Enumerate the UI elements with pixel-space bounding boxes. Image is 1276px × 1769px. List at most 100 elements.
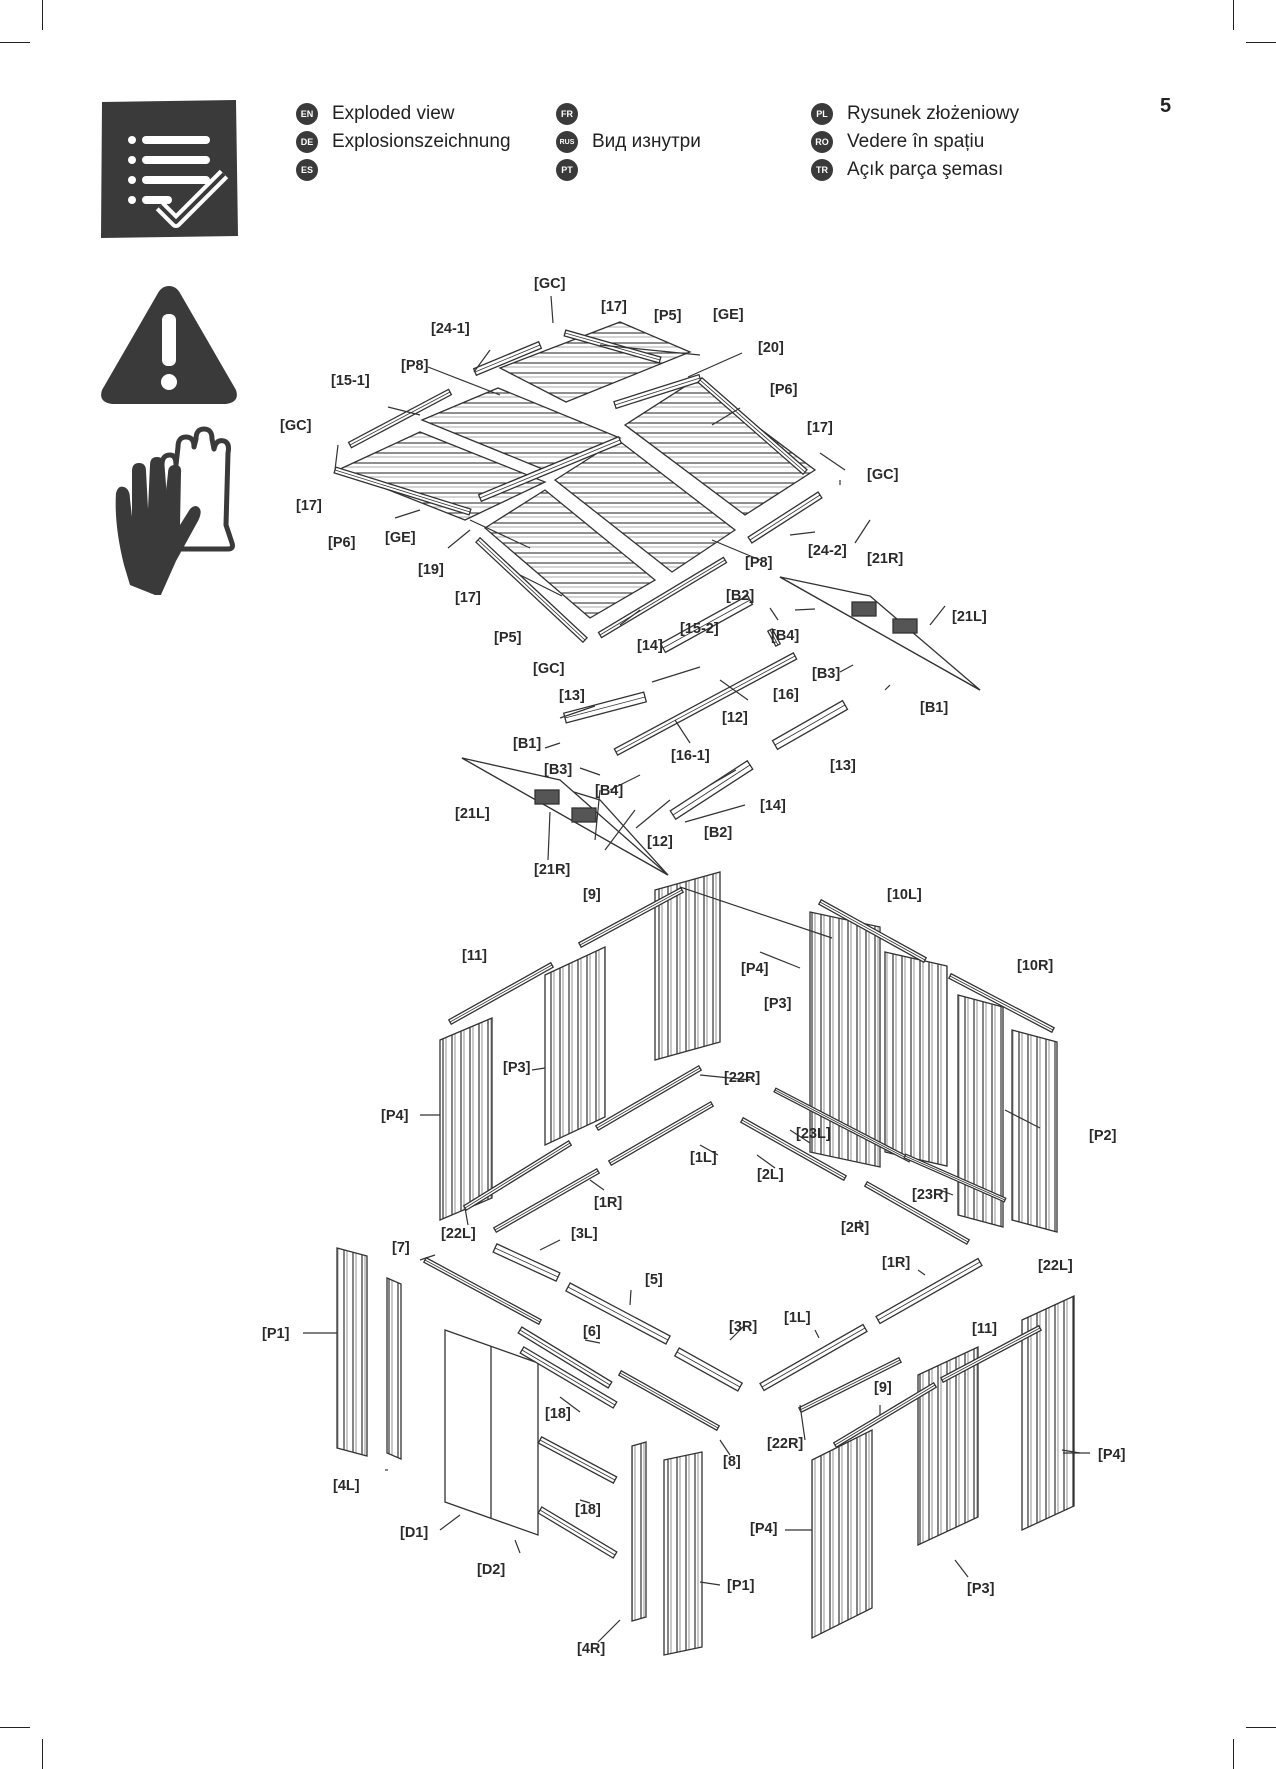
- leader-line: [719, 679, 749, 701]
- leader-line: [447, 529, 471, 549]
- part-label: [7]: [392, 1240, 410, 1256]
- part-label: [P2]: [1089, 1128, 1117, 1144]
- panel-p4-back: [654, 871, 721, 1061]
- roof-panel-p6-right: [623, 379, 817, 516]
- leader-line: [559, 1396, 581, 1413]
- part-label: [17]: [807, 420, 833, 436]
- panel-p4L: [386, 1277, 402, 1460]
- trim-15-1: [349, 391, 451, 446]
- leader-line: [709, 769, 737, 786]
- leader-line: [539, 1239, 561, 1251]
- part-label: [11]: [462, 948, 487, 964]
- frame-1L-front: [761, 1327, 866, 1388]
- part-label: [15-2]: [680, 621, 719, 637]
- part-label: [16]: [773, 687, 799, 703]
- crop-mark: [0, 42, 30, 43]
- panel-p1-front: [336, 1247, 368, 1457]
- rail-2R: [865, 1183, 969, 1243]
- leader-line: [531, 1067, 546, 1071]
- leader-line: [594, 789, 601, 841]
- rail-10L: [819, 901, 926, 961]
- part-label: [24-2]: [808, 543, 847, 559]
- part-label: [14]: [637, 638, 663, 654]
- gloves-icon: [115, 426, 235, 595]
- part-label: [19]: [418, 562, 444, 578]
- rail-9: [579, 889, 683, 946]
- leader-line: [789, 531, 816, 536]
- frame-16-1: [615, 655, 796, 753]
- part-label: [1R]: [594, 1195, 623, 1211]
- part-label: [10R]: [1017, 958, 1054, 974]
- trim-24-1: [474, 344, 541, 373]
- frame-3L: [494, 1247, 559, 1278]
- trim-20: [614, 377, 701, 406]
- part-label: [13]: [559, 688, 585, 704]
- leader-line: [559, 705, 596, 719]
- part-label: [GE]: [385, 530, 416, 546]
- leader-line: [679, 886, 833, 939]
- lang-badge: DE: [296, 131, 318, 153]
- leader-line: [547, 811, 551, 861]
- rail-7: [424, 1259, 541, 1323]
- part-label: [P3]: [967, 1581, 995, 1597]
- frame-5: [567, 1286, 669, 1341]
- leader-line: [819, 452, 846, 471]
- leader-line: [711, 539, 761, 561]
- part-label: [D2]: [477, 1562, 506, 1578]
- rail-22R-front: [799, 1359, 901, 1411]
- leader-line: [599, 344, 701, 356]
- vent-icon: [534, 789, 560, 805]
- rail-11: [449, 964, 553, 1023]
- language-row: FR: [556, 100, 701, 128]
- lang-text: Exploded view: [332, 103, 455, 124]
- page-number: 5: [1160, 95, 1172, 117]
- part-label: [B2]: [704, 825, 733, 841]
- leader-line: [629, 1289, 632, 1306]
- bracket-B2: [769, 629, 779, 646]
- panel-p4-front: [811, 1428, 873, 1640]
- leader-line: [589, 1179, 605, 1191]
- leader-line: [387, 406, 421, 416]
- panel-p3-front: [917, 1345, 979, 1547]
- lang-text: Вид изнутри: [592, 131, 701, 152]
- rail-18-bottom: [539, 1509, 616, 1556]
- panel-p1-right: [663, 1451, 703, 1656]
- part-label: [GC]: [280, 418, 312, 434]
- trim-17-right: [699, 379, 806, 473]
- leader-line: [939, 1189, 954, 1196]
- part-label: [P8]: [401, 358, 429, 374]
- leader-line: [394, 509, 421, 519]
- part-label: [15-1]: [331, 373, 370, 389]
- leader-line: [651, 666, 701, 683]
- part-label: [23R]: [912, 1187, 949, 1203]
- part-label: [P5]: [494, 630, 522, 646]
- part-label: [22L]: [1038, 1258, 1073, 1274]
- leader-line: [597, 1619, 621, 1643]
- frame-1R-front: [877, 1261, 981, 1321]
- leader-line: [604, 809, 636, 851]
- part-label: [17]: [601, 299, 627, 315]
- part-label: [B3]: [812, 666, 841, 682]
- part-label: [6]: [583, 1324, 601, 1340]
- crop-mark: [1246, 1727, 1276, 1728]
- rail-22L: [464, 1142, 571, 1209]
- part-label: [8]: [723, 1454, 741, 1470]
- frame-14-bottom: [672, 764, 751, 816]
- part-label: [22R]: [724, 1070, 761, 1086]
- lang-badge: PL: [811, 103, 833, 125]
- panel-p4-left: [439, 1017, 493, 1221]
- part-label: [3L]: [571, 1226, 598, 1242]
- part-label: [P3]: [764, 996, 792, 1012]
- crop-mark: [42, 0, 43, 30]
- vent-icon: [571, 807, 597, 823]
- part-label: [P6]: [328, 535, 356, 551]
- leader-line: [427, 366, 501, 396]
- leader-line: [699, 1074, 751, 1081]
- part-label: [17]: [296, 498, 322, 514]
- leader-line: [854, 519, 871, 544]
- leader-line: [419, 1254, 436, 1261]
- warning-icon: [101, 286, 237, 404]
